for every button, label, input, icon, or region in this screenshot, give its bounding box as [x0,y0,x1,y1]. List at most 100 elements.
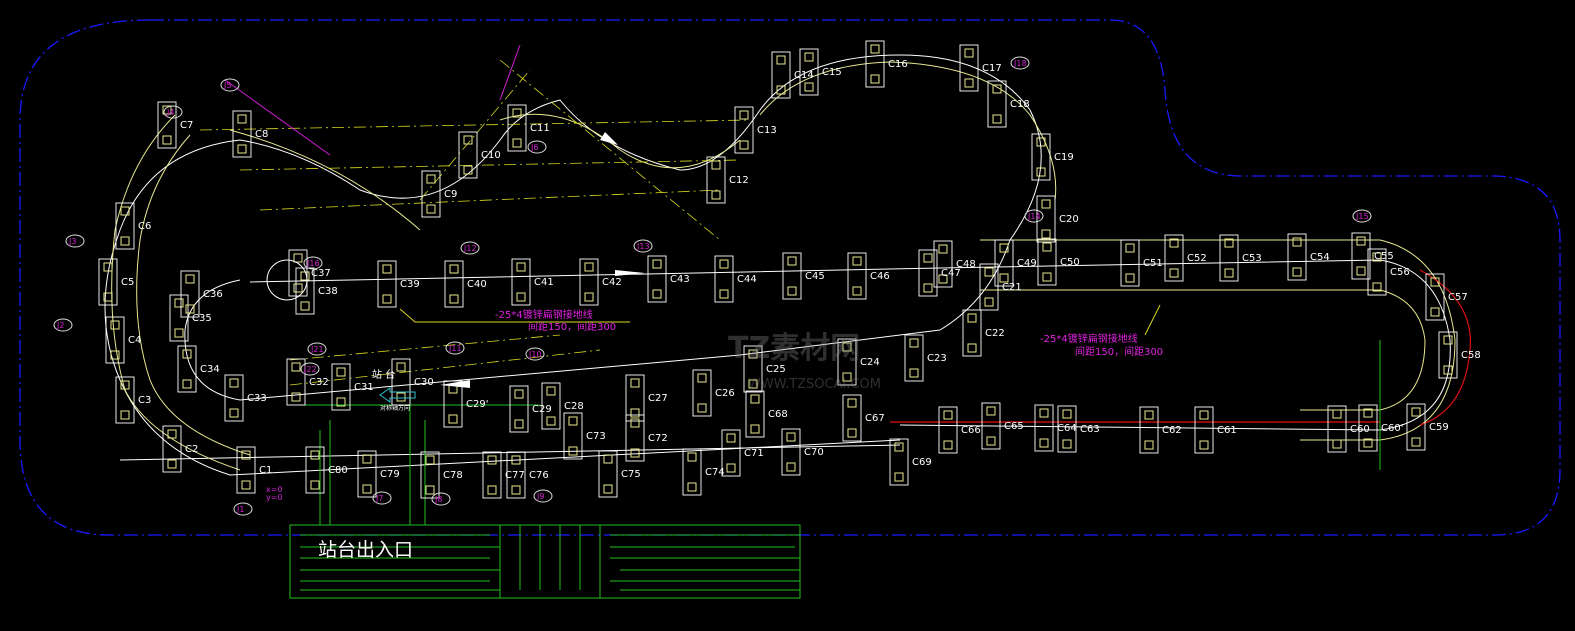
anchor-plate [362,454,372,464]
column-label: C72 [648,433,668,444]
anchor-plate [1039,438,1049,448]
column-label: C11 [530,123,550,134]
column-outline [288,249,308,297]
anchor-plate [110,320,120,330]
column-outline [959,44,979,92]
anchor-plate [1042,242,1052,252]
foundation-label: J12 [463,244,477,253]
column-outline [1438,331,1458,379]
column-label: C5 [121,277,134,288]
anchor-plate [512,138,522,148]
column-outline [105,316,125,364]
column-outline [1351,232,1371,280]
anchor-plate [964,78,974,88]
anchor-plate [241,480,251,490]
anchor-plate [697,403,707,413]
column-outline [994,239,1014,287]
anchor-plate [310,450,320,460]
foundation-marker [163,105,183,119]
column-outline [1034,404,1054,452]
column-label: C69 [912,457,932,468]
column-label: C9 [444,189,457,200]
foundation-marker [303,256,323,270]
exit-structure [289,340,1381,599]
column-label: C18 [1010,99,1030,110]
column-label: C16 [888,59,908,70]
column-outline [224,374,244,422]
anchor-plate [584,292,594,302]
column-label: C57 [1448,292,1468,303]
foundation-marker [533,489,553,503]
column-outline [889,438,909,486]
column-label: C49 [1017,258,1037,269]
column-label: C66 [961,425,981,436]
anchor-plate [870,74,880,84]
foundation-label: J10 [528,350,542,359]
anchor-plate [568,446,578,456]
anchor-plate [726,433,736,443]
anchor-plate [103,262,113,272]
column-label: C37 [311,268,331,279]
column-label: C10 [481,150,501,161]
note-1-line2: 间距150，间距300 [528,320,616,333]
anchor-plate [687,452,697,462]
anchor-plate [967,313,977,323]
column-label: C79 [380,469,400,480]
anchor-plate [739,110,749,120]
anchor-plate [923,283,933,293]
anchor-plate [726,463,736,473]
anchor-plate [1443,365,1453,375]
column-label: C6 [138,221,151,232]
column-label: C59 [1429,422,1449,433]
foundation-marker [53,318,73,332]
anchor-plate [449,264,459,274]
anchor-plate [748,379,758,389]
column-label: C14 [794,70,814,81]
column-outline [1327,405,1347,453]
anchor-plate [174,298,184,308]
column-outline [904,334,924,382]
anchor-plate [804,52,814,62]
anchor-plate [1036,167,1046,177]
foundation-label: J14 [1027,212,1041,221]
column-outline [180,270,200,318]
column-outline [295,267,315,315]
anchor-plate [1363,408,1373,418]
column-label: C28 [564,401,584,412]
anchor-plate [719,289,729,299]
foundation-marker [300,362,320,376]
foundation-label: J4 [166,108,174,117]
column-outline [511,258,531,306]
column-label: C60' [1381,423,1403,434]
anchor-plate [711,160,721,170]
foundation-marker [525,347,545,361]
foundation-label: J9 [536,492,544,501]
anchor-plate [426,174,436,184]
foundation-label: J11 [448,344,462,353]
anchor-plate [992,84,1002,94]
foundation-marker [633,239,653,253]
anchor-plate [185,274,195,284]
anchor-plate [120,380,130,390]
anchor-plate [425,455,435,465]
foundation-label: J16 [306,259,320,268]
column-label: C15 [822,67,842,78]
anchor-plate [336,367,346,377]
anchor-plate [167,459,177,469]
anchor-plate [842,372,852,382]
foundation-marker [220,78,240,92]
anchor-plate [984,267,994,277]
column-outline [421,170,441,218]
anchor-plate [1372,282,1382,292]
column-label: C55 [1374,251,1394,262]
anchor-plate [310,480,320,490]
anchor-plate [512,108,522,118]
anchor-plate [870,44,880,54]
anchor-plate [449,294,459,304]
column-outline [782,252,802,300]
anchor-plate [804,82,814,92]
column-c37-marker [266,259,308,301]
anchor-plate [487,455,497,465]
